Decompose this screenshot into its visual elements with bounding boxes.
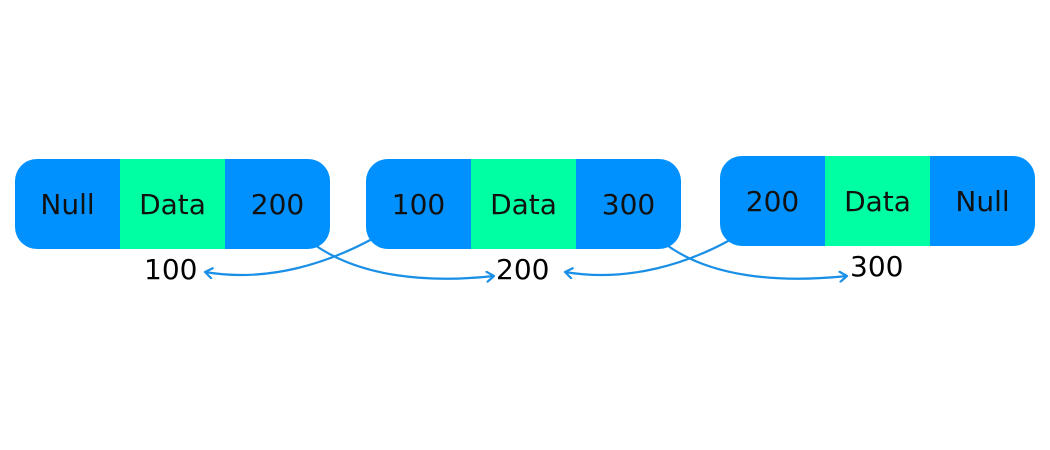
data-cell: Data xyxy=(120,159,225,249)
node-address-label: 200 xyxy=(496,253,550,286)
data-cell: Data xyxy=(471,159,576,249)
prev-pointer-cell: Null xyxy=(15,159,120,249)
data-cell: Data xyxy=(825,156,930,246)
next-pointer-cell: 300 xyxy=(576,159,681,249)
next-arrow-2-to-3 xyxy=(663,242,847,279)
prev-pointer-cell: 200 xyxy=(720,156,825,246)
node-address-label: 100 xyxy=(144,253,198,286)
list-node-2: 100 Data 300 xyxy=(366,159,681,249)
node-address-label: 300 xyxy=(850,250,904,283)
prev-pointer-cell: 100 xyxy=(366,159,471,249)
list-node-1: Null Data 200 xyxy=(15,159,330,249)
next-pointer-cell: Null xyxy=(930,156,1035,246)
list-node-3: 200 Data Null xyxy=(720,156,1035,246)
next-pointer-cell: 200 xyxy=(225,159,330,249)
